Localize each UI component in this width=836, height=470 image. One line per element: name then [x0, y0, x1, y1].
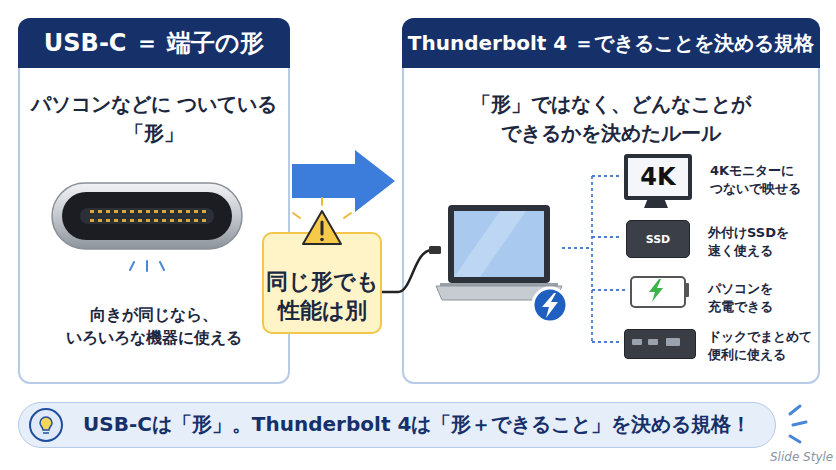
feature-caption: 外付けSSDを 速く使える [708, 224, 830, 260]
header-band: USB-C ＝ 端子の形 [18, 18, 290, 68]
lightbulb-icon [30, 409, 62, 441]
emphasis-dashes [130, 261, 164, 271]
accent-strokes [790, 406, 806, 442]
watermark: Slide Style [770, 450, 833, 464]
usb-c-panel: USB-C ＝ 端子の形パソコンなどに ついている「形」向きが同じなら、 いろい… [18, 18, 290, 384]
thunderbolt-panel: Thunderbolt 4 ＝できることを決める規格「形」ではなく、どんなことが… [402, 18, 820, 384]
flow-arrow [292, 150, 395, 212]
panel-body: 「形」ではなく、どんなことが できるかを決めたルール [404, 90, 818, 148]
panel-note: 向きが同じなら、 いろいろな機器に使える [20, 303, 288, 349]
thunderbolt-badge [533, 288, 567, 322]
panel-header: USB-C ＝ 端子の形 [44, 27, 264, 59]
usb-c-port [52, 183, 242, 249]
feature-caption: 4Kモニターに つないで映せる [710, 162, 832, 198]
feature-leaders [562, 176, 626, 342]
warning-icon [293, 198, 351, 244]
laptop [436, 205, 562, 300]
header-band: Thunderbolt 4 ＝できることを決める規格 [402, 18, 820, 68]
summary-band: USB-Cは「形」。Thunderbolt 4は「形＋できること」を決める規格！ [18, 402, 776, 448]
feature-caption: パソコンを 充電できる [708, 280, 830, 316]
summary-text: USB-Cは「形」。Thunderbolt 4は「形＋できること」を決める規格！ [83, 403, 751, 446]
warning-text: 同じ形でも 性能は別 [264, 268, 380, 325]
panel-body: パソコンなどに ついている「形」 [20, 90, 288, 148]
dock-ports [632, 338, 680, 346]
feature-caption: ドックでまとめて 便利に使える [708, 328, 830, 364]
ssd-label: SSD [627, 221, 689, 257]
monitor-label: 4K [628, 158, 688, 196]
dock-icon: ドックでまとめて 便利に使える [624, 329, 696, 359]
monitor-stand [644, 198, 668, 208]
battery-details [649, 279, 689, 302]
warning-callout: 同じ形でも 性能は別 [262, 232, 382, 334]
usb-cable [382, 246, 441, 292]
battery-icon: パソコンを 充電できる [630, 276, 686, 308]
monitor-icon: 4K4Kモニターに つないで映せる [624, 154, 692, 200]
panel-header: Thunderbolt 4 ＝できることを決める規格 [408, 30, 814, 57]
ssd-icon: SSD外付けSSDを 速く使える [626, 220, 690, 258]
